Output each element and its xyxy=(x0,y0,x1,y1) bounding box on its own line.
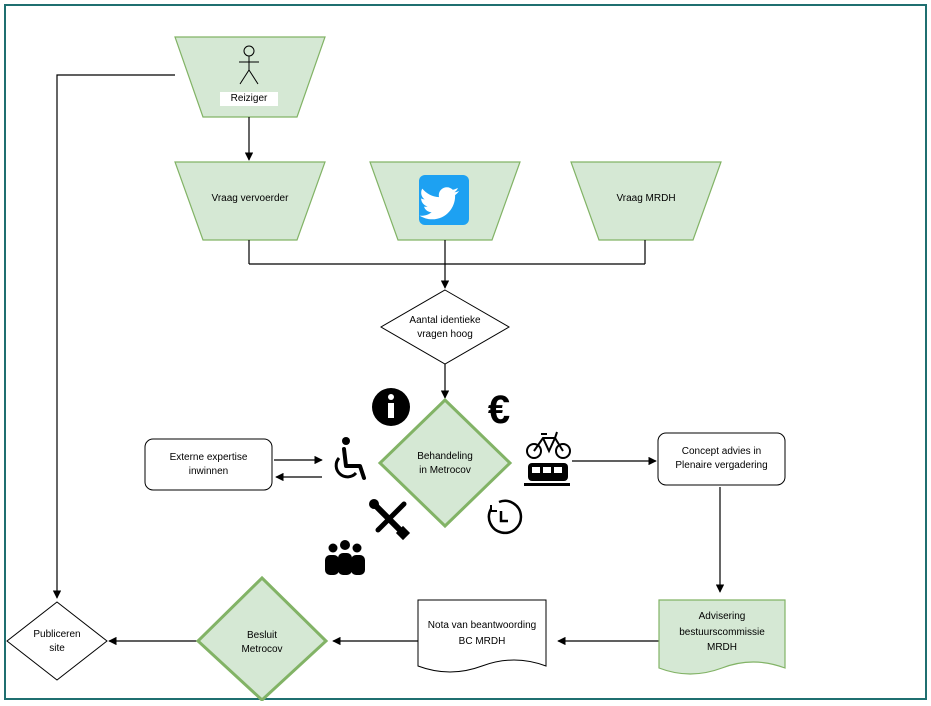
tools-icon xyxy=(369,499,411,541)
publiceren-label: Publiceren site xyxy=(33,629,81,654)
bicycle-icon xyxy=(526,431,571,459)
info-icon xyxy=(372,388,410,426)
vraag-mrdh-shape[interactable] xyxy=(570,161,722,241)
behandeling-diamond[interactable] xyxy=(377,397,513,529)
advisering-label: Advisering bestuurscommissie MRDH xyxy=(679,611,765,653)
externe-expertise-box[interactable] xyxy=(144,438,273,491)
people-icon xyxy=(325,540,365,575)
externe-expertise-label: Externe expertise inwinnen xyxy=(169,452,248,477)
nota-document[interactable] xyxy=(417,599,547,673)
train-icon xyxy=(524,463,570,486)
euro-icon: € xyxy=(488,388,510,432)
publiceren-diamond[interactable] xyxy=(6,601,108,681)
aantal-vragen-label: Aantal identieke vragen hoog xyxy=(409,315,481,340)
vraag-mrdh-label: Vraag MRDH xyxy=(616,193,676,204)
vraag-vervoerder-label: Vraag vervoerder xyxy=(211,193,289,204)
vraag-vervoerder-shape[interactable] xyxy=(174,161,326,241)
nota-label: Nota van beantwoording BC MRDH xyxy=(427,620,537,647)
concept-advies-box[interactable] xyxy=(657,432,786,486)
besluit-diamond[interactable] xyxy=(195,575,329,703)
svg-text:€: € xyxy=(488,388,510,432)
connectors xyxy=(52,74,725,646)
wheelchair-icon xyxy=(334,437,366,480)
reiziger-label: Reiziger xyxy=(220,92,278,106)
advisering-document[interactable] xyxy=(658,599,786,675)
actor-icon xyxy=(239,45,259,85)
concept-advies-label: Concept advies in Plenaire vergadering xyxy=(675,446,768,471)
besluit-label: Besluit Metrocov xyxy=(241,630,283,655)
clock-icon xyxy=(487,499,523,535)
aantal-vragen-diamond[interactable] xyxy=(380,289,510,365)
twitter-icon xyxy=(419,175,469,225)
frame-border xyxy=(4,4,927,700)
reiziger-shape[interactable] xyxy=(174,36,326,118)
behandeling-label: Behandeling in Metrocov xyxy=(417,451,473,476)
